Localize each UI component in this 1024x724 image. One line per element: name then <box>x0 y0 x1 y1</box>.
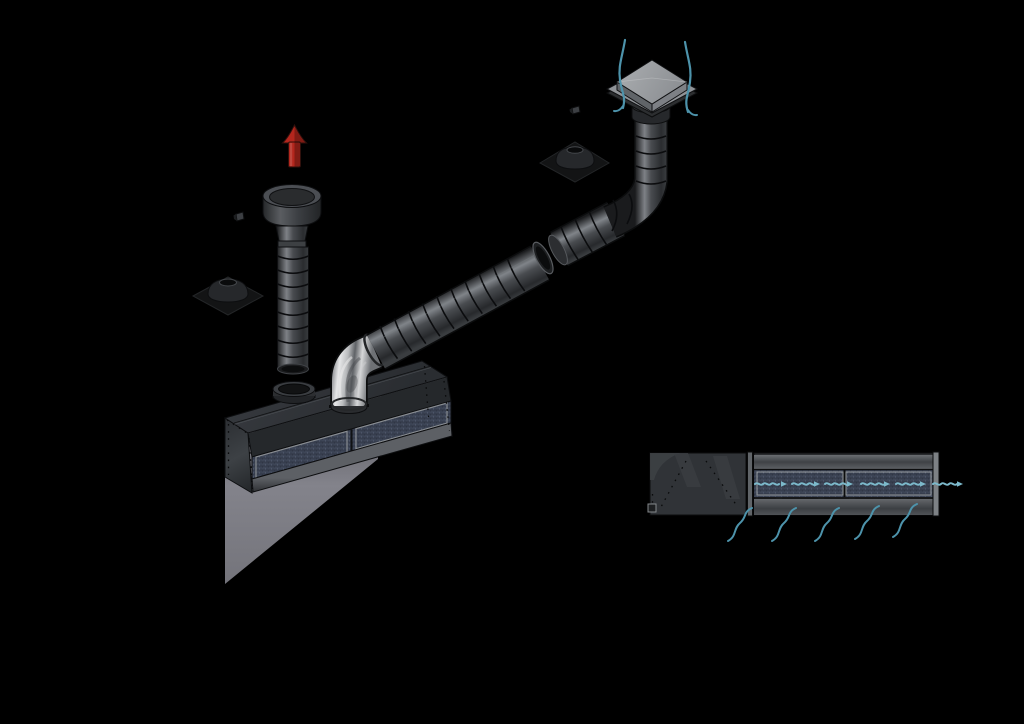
section-bottom-band <box>754 499 934 515</box>
airflow-arrow-exit <box>932 482 958 486</box>
right-riser-duct <box>603 114 667 237</box>
arrow-shading <box>294 142 300 167</box>
duct-ribs <box>277 255 309 359</box>
airflow-arrowhead <box>847 481 853 487</box>
cap-airflow-lines <box>613 38 698 117</box>
airflow-arrow <box>824 482 849 486</box>
airflow-arrowhead <box>884 481 890 487</box>
flashing-cone <box>207 278 249 303</box>
duct-body <box>277 246 309 370</box>
cap-taper-neck <box>275 225 309 242</box>
rivet-dots <box>660 460 687 508</box>
steam-line <box>814 507 840 542</box>
steam-line <box>892 503 918 538</box>
round-roof-cap <box>262 184 322 249</box>
airflow-arrow-tip-left <box>613 105 624 113</box>
airflow-arrowhead <box>814 481 820 487</box>
airflow-arrow <box>791 482 816 486</box>
duct-ribs <box>560 135 667 260</box>
airflow-arrow <box>754 482 780 486</box>
fastener-left <box>233 211 245 222</box>
elbow-base-rim <box>331 397 367 411</box>
arrow-shading <box>294 126 306 143</box>
duct-joint-collar <box>548 234 568 266</box>
cap-plate-bevel <box>616 77 688 83</box>
airflow-arrow <box>895 482 921 486</box>
flow-direction-arrow <box>281 123 308 168</box>
flashing-opening <box>566 146 584 154</box>
airflow-line-right <box>683 40 692 114</box>
square-roof-cap <box>605 38 699 125</box>
roof-flashing-left <box>191 276 265 316</box>
steam-line <box>727 507 753 542</box>
filter-airflow-arrows <box>754 481 963 487</box>
cap-top-recess <box>269 188 315 206</box>
flashing-cone <box>555 146 595 170</box>
duct-ribs <box>379 258 526 360</box>
duct-open-end-interior <box>281 365 305 373</box>
exhaust-hood <box>223 360 453 494</box>
filter-panel-frame-2 <box>355 402 448 450</box>
duct-joint-gap <box>532 241 554 275</box>
roof-flashing-right <box>538 141 610 183</box>
fastener-right <box>569 105 581 115</box>
fastener-side <box>569 108 573 114</box>
elbow-highlight-streak <box>338 356 353 402</box>
duct-open-end-interior <box>535 246 551 270</box>
fastener-body <box>571 105 581 115</box>
arrow-highlight <box>290 143 293 166</box>
upper-duct-run <box>548 114 668 267</box>
airflow-line-left <box>618 38 627 110</box>
main-duct-run <box>366 245 550 370</box>
section-cut-frame <box>747 451 753 517</box>
hood-section-inset <box>647 451 963 542</box>
duct-elbow-chrome <box>330 333 385 411</box>
hood-collar-open <box>272 381 316 404</box>
elbow-shading <box>346 375 358 393</box>
cap-plate-top <box>616 59 688 105</box>
arrow-shaft <box>288 141 301 168</box>
section-filter-frame-2 <box>845 471 932 496</box>
duct-highlight-line <box>377 254 536 341</box>
airflow-arrowhead <box>957 481 963 487</box>
steam-line <box>771 507 797 542</box>
panel-corner-clip <box>647 503 657 513</box>
airflow-arrowhead <box>781 481 787 487</box>
watermark-bar <box>713 456 740 499</box>
fastener-side <box>233 214 237 221</box>
steam-line <box>854 505 880 540</box>
section-top-band <box>754 455 934 469</box>
hood-rivet-dots <box>226 365 451 490</box>
flashing-opening <box>219 278 237 287</box>
steam-rise-lines <box>727 503 918 542</box>
collar-opening <box>278 383 310 395</box>
airflow-arrow-tip-right <box>687 109 698 117</box>
airflow-arrowhead <box>920 481 926 487</box>
watermark-bar <box>674 453 701 487</box>
left-riser-duct <box>277 246 309 375</box>
panel-highlight-arc <box>650 453 680 480</box>
fastener-body <box>235 211 245 222</box>
inset-left-panel <box>647 452 747 516</box>
airflow-arrow <box>860 482 886 486</box>
